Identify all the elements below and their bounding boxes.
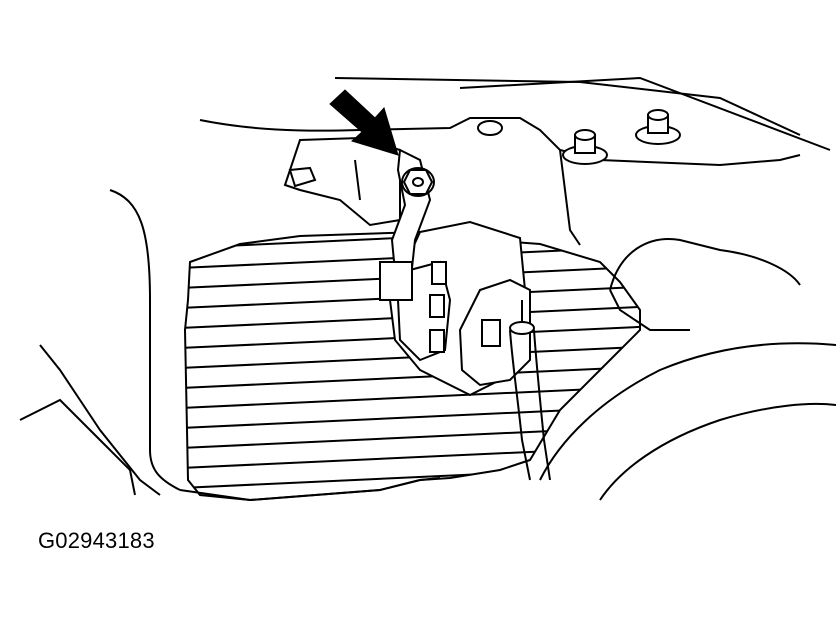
callout-arrow: [329, 89, 399, 156]
plate-hole: [477, 120, 503, 136]
right-lower-housing: [539, 342, 836, 481]
sensor-slot-1: [431, 261, 447, 285]
left-lower-panel: [39, 344, 161, 496]
wire-harness: [509, 300, 551, 481]
upper-body-line-2: [459, 76, 831, 151]
plate-studs: [477, 109, 681, 165]
sensor-slot-2: [429, 294, 445, 318]
right-tube: [609, 238, 801, 291]
upper-body-line: [334, 77, 801, 136]
left-fender-curve: [109, 189, 181, 491]
mounting-bolt: [401, 167, 435, 197]
strap-tab: [379, 261, 413, 301]
right-lower-housing-2: [599, 402, 836, 501]
sensor-assembly: [379, 148, 531, 397]
figure-id-label: G02943183: [38, 528, 155, 553]
bracket-plate-lower: [559, 149, 581, 246]
arrow-icon: [329, 89, 399, 156]
mounting-bracket: [283, 136, 401, 227]
stud-left: [562, 129, 608, 165]
right-tube-2: [609, 289, 690, 331]
left-lower-panel-2: [19, 398, 136, 496]
stud-right: [635, 109, 681, 145]
sensor-slot-3: [429, 329, 445, 353]
connector-latch: [481, 319, 501, 347]
